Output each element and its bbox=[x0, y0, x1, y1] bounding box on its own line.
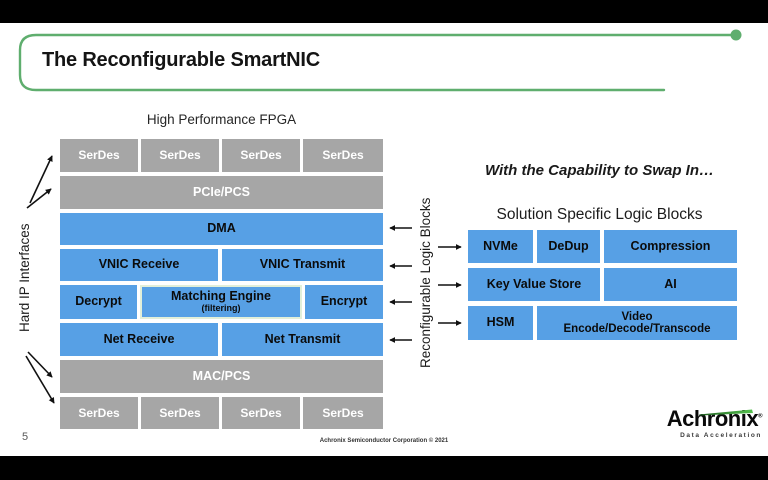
hard-ip-interfaces-label: Hard IP Interfaces bbox=[17, 223, 32, 332]
arrow-to-mac bbox=[27, 351, 53, 378]
block-hsm: HSM bbox=[468, 306, 533, 340]
block-ai: AI bbox=[604, 268, 737, 301]
block-encrypt: Encrypt bbox=[305, 285, 383, 319]
slide-title: The Reconfigurable SmartNIC bbox=[42, 49, 320, 71]
block-serdes-top-2: SerDes bbox=[141, 139, 219, 172]
block-serdes-bottom-3: SerDes bbox=[222, 397, 300, 429]
block-net-receive: Net Receive bbox=[60, 323, 218, 356]
letterbox-top bbox=[0, 0, 768, 23]
video-label-line2: Encode/Decode/Transcode bbox=[563, 323, 711, 335]
block-decrypt: Decrypt bbox=[60, 285, 137, 319]
block-serdes-bottom-4: SerDes bbox=[303, 397, 383, 429]
logo-tagline: Data Acceleration bbox=[680, 432, 762, 439]
block-serdes-top-1: SerDes bbox=[60, 139, 138, 172]
swap-in-arrows bbox=[438, 244, 462, 326]
block-key-value-store: Key Value Store bbox=[468, 268, 600, 301]
page-number: 5 bbox=[22, 431, 29, 443]
block-pcie-pcs: PCIe/PCS bbox=[60, 176, 383, 209]
block-serdes-top-4: SerDes bbox=[303, 139, 383, 172]
letterbox-bottom bbox=[0, 456, 768, 480]
block-vnic-receive: VNIC Receive bbox=[60, 249, 218, 281]
footer-text: Achronix Semiconductor Corporation © 202… bbox=[319, 438, 449, 444]
block-dma: DMA bbox=[60, 213, 383, 245]
logo-registered-mark: ® bbox=[758, 413, 762, 420]
block-dedup: DeDup bbox=[537, 230, 600, 263]
matching-engine-label: Matching Engine bbox=[171, 289, 271, 304]
block-serdes-bottom-2: SerDes bbox=[141, 397, 219, 429]
reconfigurable-logic-blocks-label: Reconfigurable Logic Blocks bbox=[418, 197, 433, 369]
solution-specific-heading: Solution Specific Logic Blocks bbox=[496, 206, 703, 223]
video-label-line1: Video bbox=[621, 310, 653, 323]
arrow-to-serdes-bottom bbox=[25, 355, 55, 404]
block-net-transmit: Net Transmit bbox=[222, 323, 383, 356]
reconfigurable-arrows bbox=[389, 225, 412, 343]
swap-in-caption: With the Capability to Swap In… bbox=[484, 162, 715, 179]
matching-engine-sublabel: (filtering) bbox=[201, 303, 241, 314]
block-serdes-bottom-1: SerDes bbox=[60, 397, 138, 429]
logo-swoosh-icon bbox=[699, 409, 753, 416]
block-matching-engine: Matching Engine (filtering) bbox=[140, 285, 302, 319]
block-vnic-transmit: VNIC Transmit bbox=[222, 249, 383, 281]
block-mac-pcs: MAC/PCS bbox=[60, 360, 383, 393]
fpga-heading: High Performance FPGA bbox=[146, 112, 297, 127]
block-compression: Compression bbox=[604, 230, 737, 263]
arrow-to-serdes-top bbox=[29, 155, 53, 204]
block-video: Video Encode/Decode/Transcode bbox=[537, 306, 737, 340]
block-nvme: NVMe bbox=[468, 230, 533, 263]
block-serdes-top-3: SerDes bbox=[222, 139, 300, 172]
title-end-dot bbox=[730, 29, 742, 41]
